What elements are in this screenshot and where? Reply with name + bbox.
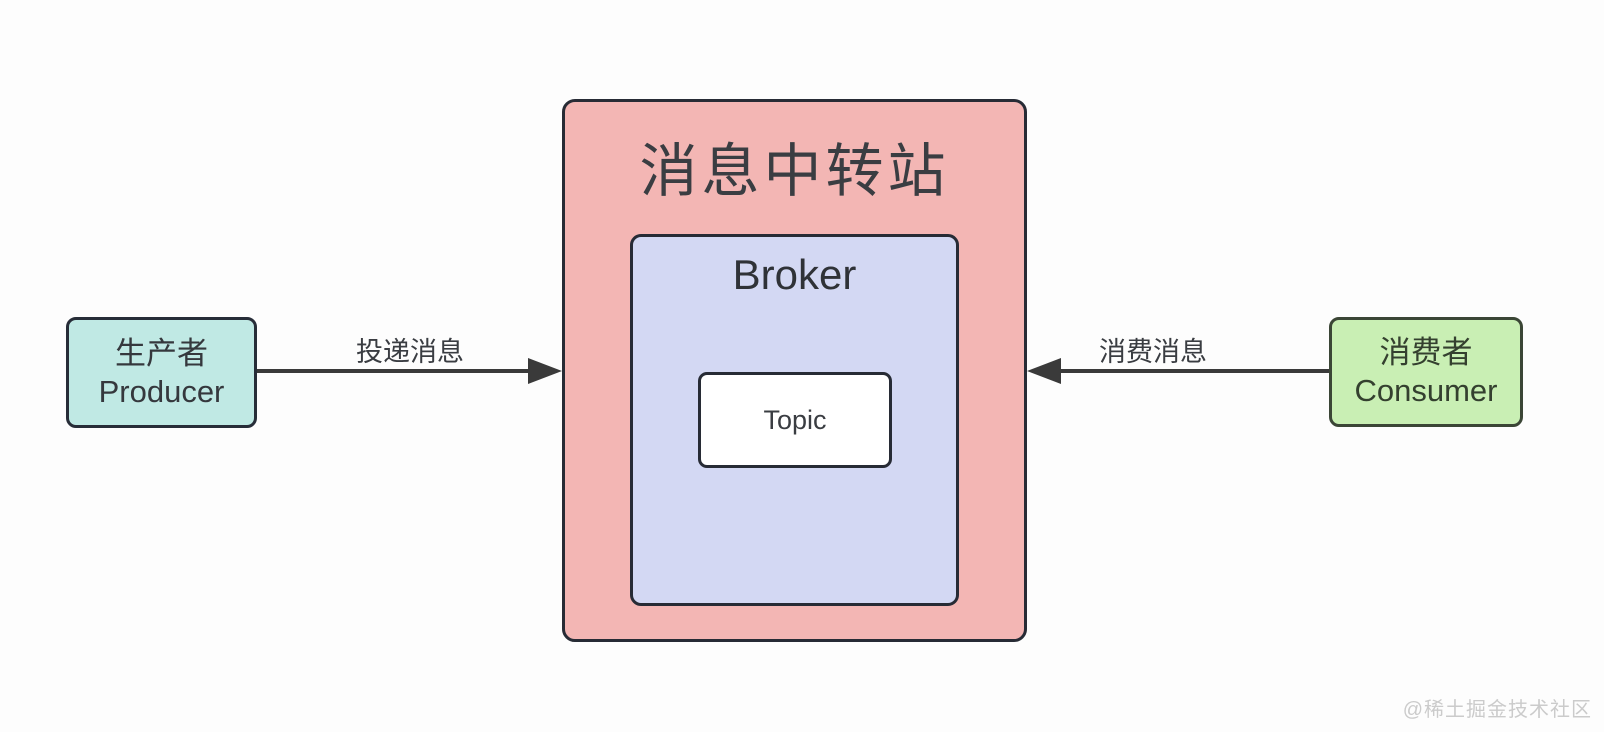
- consume-arrow-label: 消费消息: [1099, 337, 1207, 367]
- producer-label-zh: 生产者: [115, 335, 208, 371]
- consume-arrow: [1027, 358, 1329, 384]
- station-title: 消息中转站: [639, 139, 950, 204]
- produce-arrow: [257, 358, 562, 384]
- producer-node: 生产者 Producer: [66, 317, 257, 428]
- consumer-label-en: Consumer: [1354, 373, 1498, 408]
- consumer-label-zh: 消费者: [1379, 335, 1473, 371]
- producer-label-en: Producer: [98, 373, 225, 409]
- watermark: @稀土掘金技术社区: [1402, 699, 1592, 721]
- consumer-node: 消费者 Consumer: [1329, 317, 1523, 427]
- broker-title: Broker: [732, 251, 857, 298]
- topic-node: Topic: [698, 372, 892, 468]
- topic-label: Topic: [763, 404, 827, 435]
- produce-arrow-label: 投递消息: [356, 337, 464, 367]
